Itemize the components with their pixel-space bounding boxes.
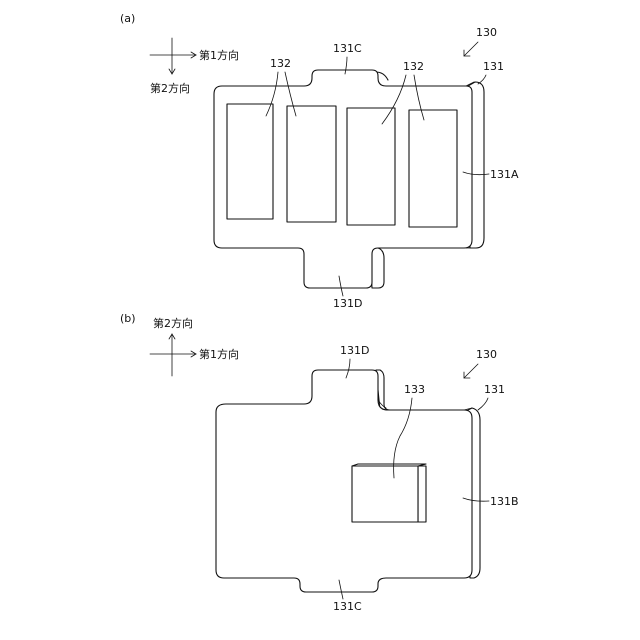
- figure-a-bottom-tab-ref: 131D: [333, 297, 362, 310]
- figure-a-plate-ref: 131: [483, 60, 504, 73]
- figure-a-opening-ref-left: 132: [270, 57, 291, 70]
- figure-a-direction-cross: [150, 38, 196, 74]
- figure-b-plate-ref: 131: [484, 383, 505, 396]
- figure-a-direction-2-label: 第2方向: [150, 81, 190, 95]
- figure-b-direction-1-label: 第1方向: [199, 347, 239, 361]
- figure-b-block-side: [418, 466, 426, 522]
- figure-b-direction-cross: [150, 334, 196, 376]
- figure-a-opening-ref-right: 132: [403, 60, 424, 73]
- figure-a-opening-1: [227, 104, 273, 219]
- figure-b-top-tab-ref: 131D: [340, 344, 369, 357]
- figure-b-assembly-leader: [464, 364, 478, 378]
- figure-b-back-face-ref: 131B: [490, 495, 519, 508]
- figure-b-tag: (b): [120, 312, 136, 325]
- figure-b-plate-leader: [478, 398, 488, 410]
- figure-b-assembly-ref: 130: [476, 348, 497, 361]
- figure-b-plate-face: [216, 370, 472, 592]
- figure-a-assembly-ref: 130: [476, 26, 497, 39]
- figure-a-front-face-ref: 131A: [490, 168, 519, 181]
- figure-b-block-ref: 133: [404, 383, 425, 396]
- figure-b-bottom-tab-ref: 131C: [333, 600, 362, 613]
- figure-a-assembly-leader: [464, 42, 478, 56]
- figure-a: (a) 第1方向 第2方向 132 132 131C 130: [120, 12, 519, 310]
- figure-b-block-133: [352, 466, 418, 522]
- figure-a-opening-3: [347, 108, 395, 225]
- figure-a-tag: (a): [120, 12, 135, 25]
- figure-a-opening-4: [409, 110, 457, 227]
- figure-b-direction-2-label: 第2方向: [153, 316, 193, 330]
- figure-b: (b) 第2方向 第1方向 131D 130 131 133 131B: [120, 312, 519, 613]
- figure-a-direction-1-label: 第1方向: [199, 48, 239, 62]
- figure-a-opening-2: [287, 106, 336, 222]
- figure-a-top-tab-ref: 131C: [333, 42, 362, 55]
